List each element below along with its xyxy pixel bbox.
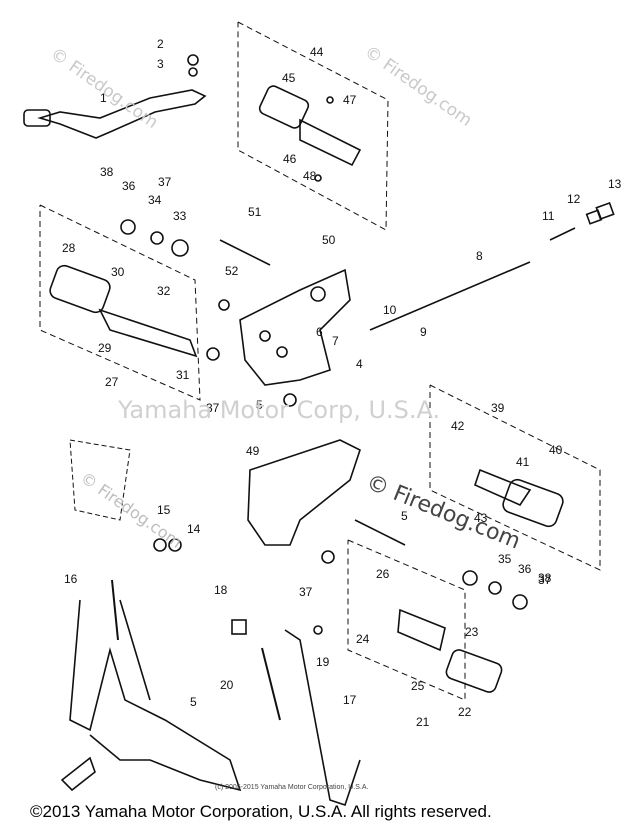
side-stand-19 — [284, 629, 361, 807]
shift-pedal — [37, 89, 207, 139]
part-callout-3: 3 — [157, 57, 164, 71]
part-callout-22: 22 — [458, 705, 472, 719]
part-callout-6: 6 — [316, 325, 323, 339]
shift-pedal-rubber — [23, 109, 51, 127]
bracket-49 — [247, 439, 361, 546]
part-callout-28: 28 — [62, 241, 76, 255]
part-callout-20: 20 — [220, 678, 234, 692]
part-callout-4: 4 — [356, 357, 363, 371]
part-callout-25: 25 — [411, 679, 425, 693]
part-callout-43: 43 — [474, 511, 488, 525]
part-callout-32: 32 — [157, 284, 171, 298]
footrest-rubber-30 — [49, 264, 111, 314]
part-callout-27: 27 — [105, 375, 119, 389]
part-callout-29: 29 — [98, 341, 112, 355]
part-callout-35: 35 — [498, 552, 512, 566]
part-callout-5: 5 — [401, 509, 408, 523]
part-callout-7: 7 — [332, 334, 339, 348]
part-callout-37: 37 — [538, 573, 552, 587]
part-callout-34: 34 — [148, 193, 162, 207]
part-callout-37: 37 — [299, 585, 313, 599]
spring-22 — [261, 647, 281, 721]
bolt-20 — [231, 619, 247, 635]
footer-copyright: ©2013 Yamaha Motor Corporation, U.S.A. A… — [30, 802, 492, 821]
part-callout-49: 49 — [246, 444, 260, 458]
part-callout-31: 31 — [176, 368, 190, 382]
part-callout-5: 5 — [256, 398, 263, 412]
footrest-assembly-23-frame — [347, 539, 466, 701]
part-callout-18: 18 — [214, 583, 228, 597]
part-callout-16: 16 — [64, 572, 78, 586]
part-callout-36: 36 — [518, 562, 532, 576]
main-stand-15 — [69, 599, 242, 792]
part-callout-15: 15 — [157, 503, 171, 517]
part-callout-26: 26 — [376, 567, 390, 581]
bolt-51 — [219, 239, 271, 266]
small-copyright: (c) 2005-2015 Yamaha Motor Corporation, … — [215, 784, 369, 791]
part-callout-51: 51 — [248, 205, 262, 219]
part-callout-46: 46 — [283, 152, 297, 166]
footrest-assembly-29-frame — [39, 204, 201, 401]
part-callout-52: 52 — [225, 264, 239, 278]
part-callout-45: 45 — [282, 71, 296, 85]
part-callout-24: 24 — [356, 632, 370, 646]
part-callout-33: 33 — [173, 209, 187, 223]
part-callout-48: 48 — [303, 169, 317, 183]
fwd-arrow — [60, 756, 96, 792]
part-callout-50: 50 — [322, 233, 336, 247]
footrest-rubber-24 — [445, 649, 503, 693]
part-callout-37: 37 — [206, 401, 220, 415]
part-callout-8: 8 — [476, 249, 483, 263]
part-callout-21: 21 — [416, 715, 430, 729]
watermark-center: Yamaha Motor Corp, U.S.A. — [118, 396, 441, 424]
part-callout-17: 17 — [343, 693, 357, 707]
part-callout-23: 23 — [465, 625, 479, 639]
part-callout-36: 36 — [122, 179, 136, 193]
part-callout-5: 5 — [190, 695, 197, 709]
footrest-rubber-45 — [258, 85, 310, 129]
part-callout-40: 40 — [549, 443, 563, 457]
part-callout-13: 13 — [608, 177, 622, 191]
part-callout-44: 44 — [310, 45, 324, 59]
bolt-5 — [354, 519, 406, 546]
part-callout-47: 47 — [343, 93, 357, 107]
brake-rod-8 — [369, 261, 531, 331]
footrest-rubber-40 — [502, 478, 564, 528]
footrest-assembly-44-frame — [237, 21, 389, 231]
part-callout-11: 11 — [542, 209, 555, 223]
part-callout-1: 1 — [100, 91, 107, 105]
part-callout-12: 12 — [567, 192, 581, 206]
part-callout-39: 39 — [491, 401, 505, 415]
part-callout-30: 30 — [111, 265, 125, 279]
part-callout-38: 38 — [538, 571, 552, 585]
part-callout-41: 41 — [516, 455, 530, 469]
bracket-50 — [239, 268, 351, 386]
part-callout-37: 37 — [158, 175, 172, 189]
part-callout-2: 2 — [157, 37, 164, 51]
part-callout-19: 19 — [316, 655, 330, 669]
part-callout-42: 42 — [451, 419, 465, 433]
part-callout-14: 14 — [187, 522, 201, 536]
part-callout-10: 10 — [383, 303, 397, 317]
frame-outline — [69, 439, 131, 521]
part-callout-9: 9 — [420, 325, 427, 339]
footrest-assembly-39-frame — [429, 384, 601, 571]
part-callout-38: 38 — [100, 165, 114, 179]
